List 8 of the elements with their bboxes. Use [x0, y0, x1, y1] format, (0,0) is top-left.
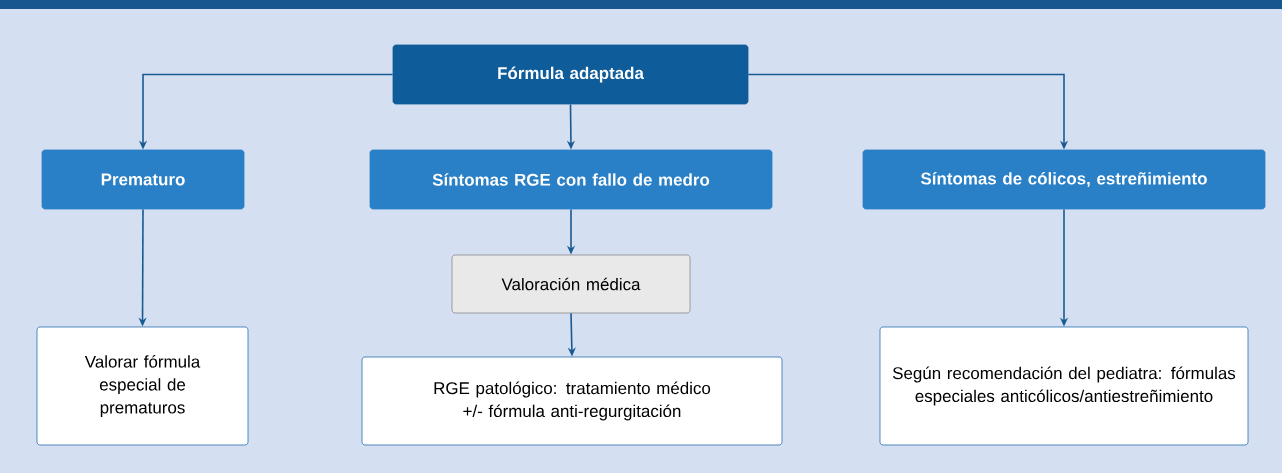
- result-box: RGE patológico: tratamiento médico +/- fórmula anti-regurgitación: [361, 356, 783, 446]
- category-box: Prematuro: [41, 149, 245, 210]
- result-box: Valorar fórmula especial de prematuros: [36, 326, 249, 446]
- process-box: Valoración médica: [451, 254, 691, 314]
- result-box: Según recomendación del pediatra: fórmulas especiales anticólicos/antiestreñimiento: [879, 326, 1249, 446]
- root-box: Fórmula adaptada: [392, 44, 749, 105]
- category-box: Síntomas RGE con fallo de medro: [369, 149, 773, 210]
- category-box: Síntomas de cólicos, estreñimiento: [862, 149, 1266, 210]
